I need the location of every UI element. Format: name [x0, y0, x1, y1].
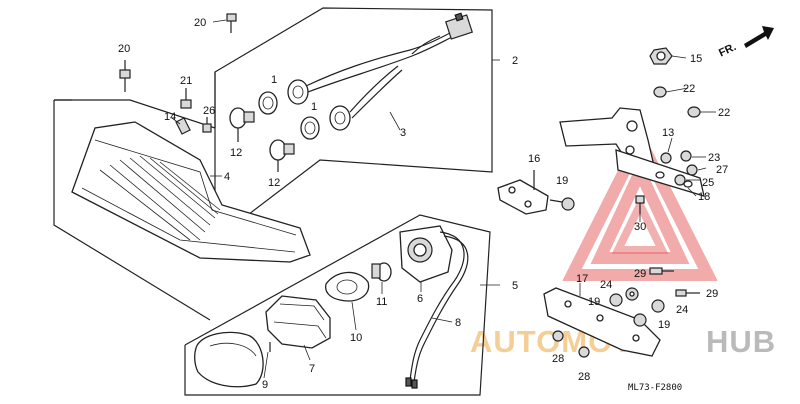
bolt-20-upper: [212, 13, 237, 33]
gasket-10: [324, 271, 370, 302]
callout-12-upper: 12: [230, 147, 242, 159]
callout-numbers: 20 20 21 14 26 1 1 2 3 4 12 12 5 6 7 8 9…: [118, 17, 730, 391]
callout-19-upper: 19: [556, 175, 568, 187]
watermark-text-hub: HUB: [706, 324, 776, 359]
bolt-20-left: [119, 60, 131, 92]
cap-22-upper: [653, 86, 667, 98]
reflector-7: [265, 295, 331, 349]
washer-24-right: [651, 299, 665, 313]
nut-23: [680, 150, 692, 162]
callout-5: 5: [512, 280, 518, 292]
callout-13: 13: [662, 127, 674, 139]
nut-28-lower: [578, 346, 590, 358]
callout-2: 2: [512, 55, 518, 67]
callout-8: 8: [455, 317, 461, 329]
bolt-29-upper: [649, 267, 674, 275]
callout-6: 6: [417, 293, 423, 305]
bulb-11: [371, 262, 392, 282]
callout-15: 15: [690, 53, 702, 65]
nut-13: [660, 152, 672, 164]
leader-lines: [210, 55, 716, 379]
front-direction-indicator: FR.: [717, 26, 774, 59]
socket-1-lower: [300, 105, 351, 140]
callout-26: 26: [203, 105, 215, 117]
harness-group-box: [214, 7, 493, 242]
callout-19-middle: 19: [588, 296, 600, 308]
callout-28-left: 28: [552, 353, 564, 365]
collar-19-upper: [549, 197, 575, 211]
plate-bracket-17: [543, 287, 661, 357]
fr-label: FR.: [717, 41, 738, 59]
callout-28-lower: 28: [578, 371, 590, 383]
screw-26: [202, 117, 212, 133]
callout-16: 16: [528, 153, 540, 165]
callout-20-left: 20: [118, 43, 130, 55]
screw-30: [635, 195, 645, 214]
collar-19-lower: [633, 313, 647, 327]
screw-21: [180, 88, 192, 109]
callout-24-right: 24: [676, 304, 688, 316]
callout-3: 3: [400, 127, 406, 139]
callout-20-upper: 20: [194, 17, 206, 29]
callout-29-lower: 29: [706, 288, 718, 300]
callout-11: 11: [376, 296, 387, 308]
nut-15: [649, 47, 673, 65]
washer-24-left: [625, 287, 639, 301]
fr-arrow-icon: [744, 26, 774, 48]
bracket-upper: [559, 107, 655, 167]
callout-14: 14: [164, 111, 176, 123]
tail-lens-4: [53, 99, 311, 321]
diagram-code: ML73-F2800: [628, 383, 682, 393]
callout-18: 18: [698, 191, 710, 203]
callout-9: 9: [262, 379, 268, 391]
taillight-group-box: [184, 214, 491, 396]
watermark-triangle-inner: [611, 195, 669, 254]
wire-harness-3: [305, 12, 473, 119]
nut-28-left: [552, 330, 564, 342]
socket-1-upper: [258, 79, 309, 115]
callout-19-lower: 19: [658, 319, 670, 331]
clip-14: [171, 117, 191, 135]
bulb-12-lower: [269, 139, 295, 172]
callout-23: 23: [708, 152, 720, 164]
lens-9: [194, 331, 271, 388]
callout-21: 21: [180, 75, 192, 87]
callout-10: 10: [350, 332, 362, 344]
collar-19-middle: [609, 293, 623, 307]
plate-16: [497, 170, 549, 215]
wire-8: [405, 231, 469, 389]
callout-24-left: 24: [600, 279, 612, 291]
callout-25: 25: [702, 177, 714, 189]
callout-30: 30: [634, 221, 646, 233]
callout-29-upper: 29: [634, 268, 646, 280]
callout-17: 17: [576, 273, 588, 285]
callout-7: 7: [309, 363, 315, 375]
washer-27: [686, 164, 698, 176]
nut-25: [674, 174, 686, 186]
bolt-29-lower: [675, 289, 700, 297]
callout-4: 4: [224, 171, 230, 183]
callout-1-lower: 1: [311, 101, 317, 113]
socket-base-6: [399, 225, 453, 283]
callout-22-upper: 22: [683, 83, 695, 95]
callout-27: 27: [716, 164, 728, 176]
callout-1-upper: 1: [271, 74, 277, 86]
callout-22-lower: 22: [718, 107, 730, 119]
cap-22-lower: [687, 106, 701, 118]
callout-12-lower: 12: [268, 177, 280, 189]
watermark-triangle: [562, 126, 718, 281]
bulb-12-upper: [229, 107, 255, 142]
